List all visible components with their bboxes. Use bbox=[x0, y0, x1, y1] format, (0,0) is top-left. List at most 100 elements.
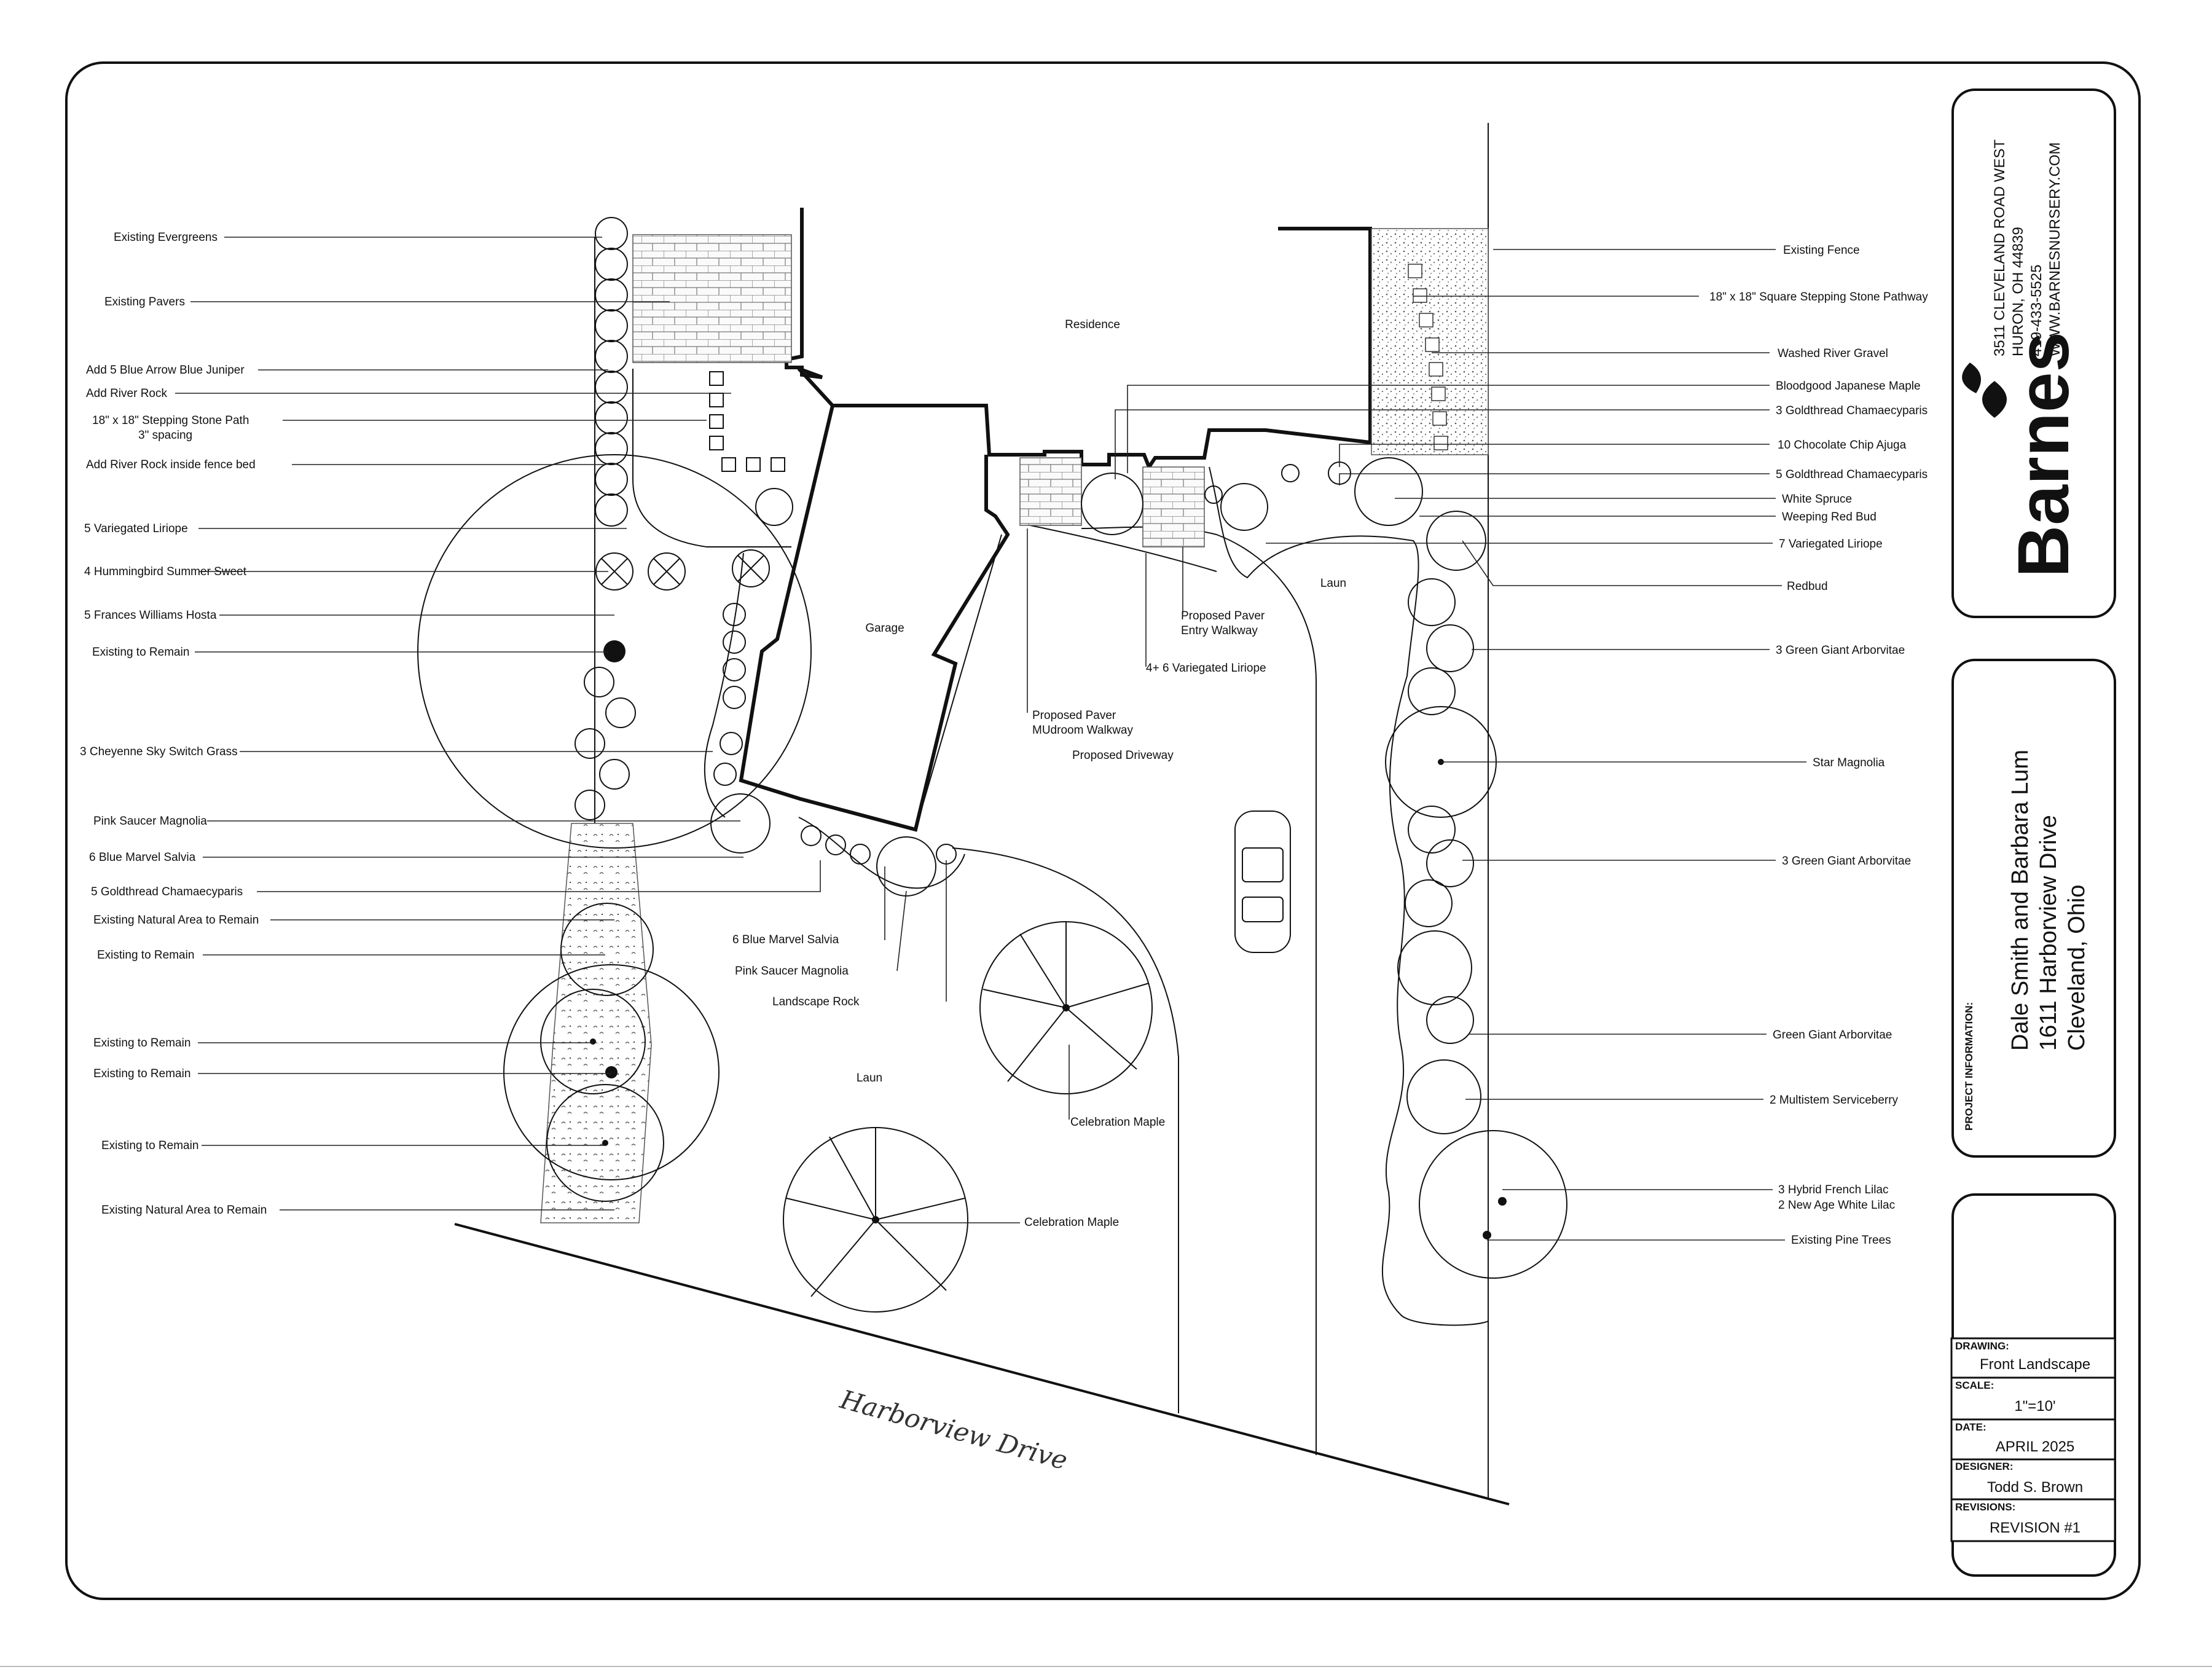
plan-linework bbox=[1062, 1004, 1070, 1011]
stepping-stone-path-left bbox=[709, 371, 785, 472]
designer-value: Todd S. Brown bbox=[1987, 1479, 2083, 1496]
liriope-label: 4+ 6 Variegated Liriope bbox=[1146, 662, 1266, 675]
company-phone: 419-433-5525 bbox=[2028, 265, 2045, 356]
plan-linework bbox=[723, 686, 746, 709]
leaf-icon bbox=[1962, 363, 2007, 418]
plant-callout-label: 2 Multistem Serviceberry bbox=[1770, 1094, 1899, 1107]
plan-linework bbox=[1220, 483, 1268, 531]
pink-saucer-magnolia-1 bbox=[710, 793, 771, 854]
project-info-box bbox=[1951, 659, 2116, 1158]
plan-linework bbox=[1419, 1130, 1567, 1279]
plan-linework bbox=[595, 463, 628, 496]
plan-linework bbox=[1406, 1059, 1481, 1134]
plant-callout-label: 2 New Age White Lilac bbox=[1778, 1199, 1895, 1212]
square-stepping-stone-pathway bbox=[1408, 264, 1448, 450]
plant-callout-label: Existing to Remain bbox=[101, 1139, 198, 1152]
plan-linework bbox=[599, 759, 630, 790]
plant-callout-label: Existing to Remain bbox=[97, 949, 194, 962]
company-city: HURON, OH 44839 bbox=[2010, 227, 2026, 356]
company-box bbox=[1951, 88, 2116, 618]
plan-linework bbox=[713, 763, 737, 786]
plan-linework bbox=[1433, 436, 1448, 450]
plant-callout-label: 5 Goldthread Chamaecyparis bbox=[91, 885, 243, 898]
plant-callout-label: Barnes bbox=[2003, 332, 2084, 578]
plant-callout-label: Star Magnolia bbox=[1813, 756, 1885, 769]
plan-linework bbox=[723, 630, 746, 654]
plan-linework: Dale Smith and Barbara Lum 1611 Harborvi… bbox=[2007, 750, 2090, 1051]
plan-linework: 3511 CLEVELAND ROAD WEST HURON, OH 44839… bbox=[1991, 139, 2063, 356]
plant-callout-label: Add River Rock inside fence bed bbox=[86, 458, 256, 471]
company-web: WWW.BARNESNURSERY.COM bbox=[2047, 143, 2063, 356]
proposed-paver-entry-walkway bbox=[1142, 466, 1205, 548]
plant-callout-label: Washed River Gravel bbox=[1778, 347, 1888, 360]
plan-linework bbox=[982, 922, 1150, 1082]
plan-linework bbox=[1426, 511, 1486, 571]
plan-linework bbox=[503, 964, 720, 1180]
scale-label: SCALE: bbox=[1955, 1380, 1994, 1391]
plan-linework bbox=[850, 844, 871, 865]
plan-linework bbox=[1419, 313, 1433, 328]
plan-linework bbox=[595, 278, 628, 312]
left-callouts: Existing Evergreens Existing Pavers Add … bbox=[80, 231, 821, 1217]
plan-linework bbox=[540, 989, 646, 1094]
drawing-value: Front Landscape bbox=[1980, 1356, 2090, 1373]
plan-linework bbox=[1354, 457, 1423, 526]
plan-linework bbox=[1483, 1231, 1491, 1239]
plan-linework bbox=[1426, 839, 1474, 887]
plant-callout-label: 3" spacing bbox=[138, 429, 192, 442]
plant-callout-label: Bloodgood Japanese Maple bbox=[1776, 380, 1921, 393]
site-plan: Harborview Drive Residence Garage Laun L… bbox=[80, 123, 1928, 1505]
designer-label: DESIGNER: bbox=[1955, 1461, 2013, 1472]
plant-callout-label: Existing Evergreens bbox=[114, 231, 218, 244]
salvia-label: 6 Blue Marvel Salvia bbox=[732, 933, 839, 946]
plan-linework bbox=[1408, 806, 1456, 854]
plan-linework bbox=[1115, 249, 1806, 1241]
driveway-edge-mudroom bbox=[1027, 524, 1217, 572]
mudroom-label-2: MUdroom Walkway bbox=[1032, 724, 1133, 737]
paver-entry-label-2: Entry Walkway bbox=[1181, 624, 1258, 637]
plant-callout-label: White Spruce bbox=[1782, 493, 1852, 506]
plan-linework bbox=[590, 1038, 596, 1045]
plan-linework bbox=[1397, 930, 1472, 1005]
driveway-label: Proposed Driveway bbox=[1072, 749, 1174, 762]
plan-linework bbox=[575, 728, 605, 759]
plan-linework bbox=[721, 457, 736, 472]
plan-linework bbox=[801, 825, 822, 846]
date-value: APRIL 2025 bbox=[1996, 1438, 2075, 1455]
plant-callout-label: Existing Pavers bbox=[104, 296, 185, 308]
plan-linework bbox=[601, 558, 628, 585]
plan-linework bbox=[546, 1084, 664, 1202]
client-name: Dale Smith and Barbara Lum bbox=[2007, 750, 2033, 1051]
plan-linework bbox=[1498, 1197, 1507, 1206]
plant-callout-label: Add 5 Blue Arrow Blue Juniper bbox=[86, 364, 245, 377]
plan-linework bbox=[1408, 264, 1422, 278]
left-bed-curve bbox=[704, 552, 744, 818]
plant-callout-label: Existing Natural Area to Remain bbox=[93, 914, 259, 927]
plan-linework bbox=[595, 340, 628, 373]
mudroom-label-1: Proposed Paver bbox=[1032, 709, 1116, 722]
plan-linework bbox=[786, 1128, 965, 1297]
plan-linework bbox=[1432, 411, 1447, 426]
plan-linework bbox=[1081, 473, 1143, 535]
center-leaders bbox=[879, 528, 1183, 1223]
plan-linework bbox=[560, 903, 654, 996]
plan-linework bbox=[771, 457, 785, 472]
plant-callout-label: 3 Hybrid French Lilac bbox=[1778, 1183, 1889, 1196]
plan-linework bbox=[1429, 362, 1443, 377]
plan-linework bbox=[732, 549, 770, 587]
project-info-label: PROJECT INFORMATION: bbox=[1963, 1002, 1975, 1131]
plant-callout-label: 5 Goldthread Chamaecyparis bbox=[1776, 468, 1928, 481]
plan-linework bbox=[595, 493, 628, 527]
plan-linework bbox=[595, 217, 628, 250]
blue-marvel-salvia bbox=[801, 825, 957, 865]
plan-linework bbox=[653, 558, 680, 585]
plan-linework bbox=[737, 555, 764, 582]
pink-saucer-magnolia-2 bbox=[876, 836, 936, 897]
plan-linework bbox=[1242, 897, 1284, 922]
revisions-label: REVISIONS: bbox=[1955, 1501, 2015, 1513]
maple-label-2: Celebration Maple bbox=[1024, 1216, 1119, 1229]
plant-callout-label: 6 Blue Marvel Salvia bbox=[89, 851, 196, 864]
right-callouts: Existing Fence 18" x 18" Square Stepping… bbox=[1115, 244, 1928, 1247]
plan-linework bbox=[709, 436, 724, 450]
